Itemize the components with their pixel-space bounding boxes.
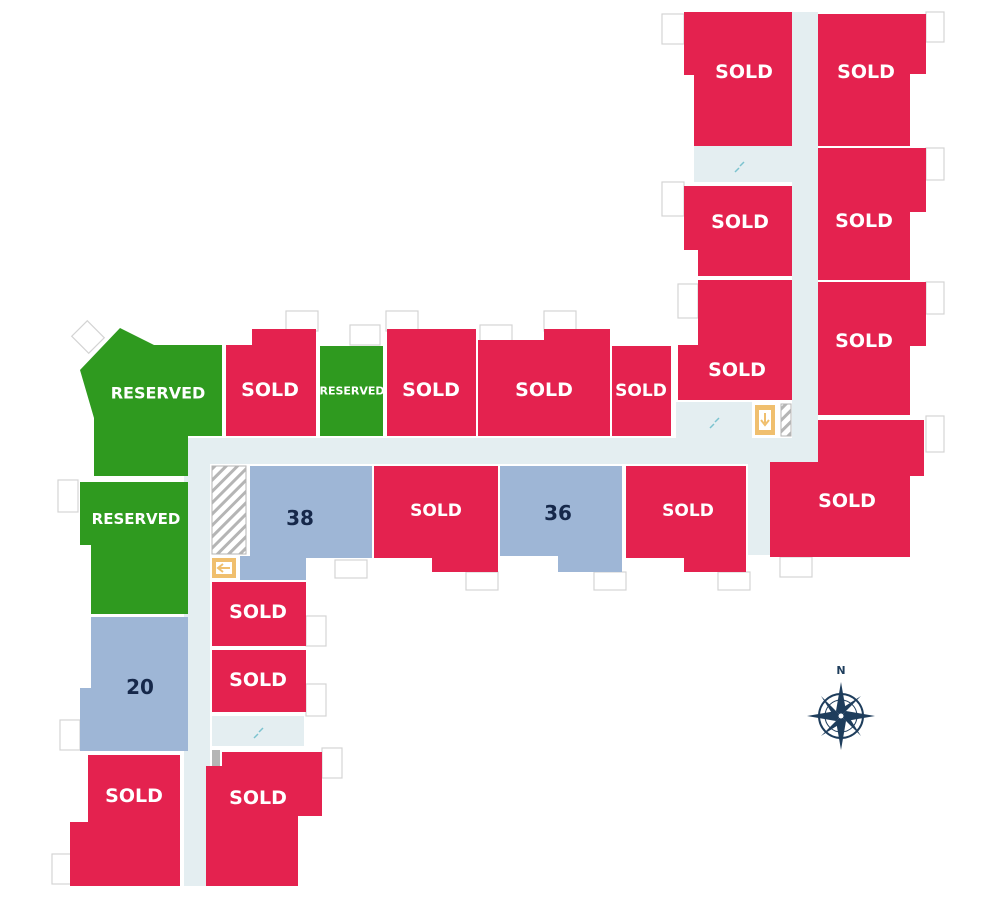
corridor-connector [748, 455, 770, 555]
lift-icon [734, 161, 745, 173]
unit-03[interactable]: SOLD [684, 186, 792, 276]
unit-shape [684, 186, 792, 276]
unit-shape [226, 329, 316, 436]
unit-label: SOLD [410, 501, 462, 521]
utilities [211, 161, 792, 766]
unit-label: SOLD [835, 330, 893, 352]
unit-shape [678, 280, 792, 400]
unit-number: 36 [544, 501, 572, 525]
compass-north-label: N [836, 664, 845, 677]
stair-core-hatch-small [780, 403, 792, 437]
stair-core-hatch [211, 465, 247, 555]
unit-shape [374, 466, 498, 572]
unit-shape [500, 466, 622, 572]
unit-shape [684, 12, 792, 146]
unit-15[interactable]: RESERVED [80, 482, 188, 614]
unit-02[interactable]: SOLD [818, 14, 926, 146]
unit-20[interactable]: SOLD [212, 650, 306, 712]
unit-shape [70, 755, 180, 886]
unit-01[interactable]: SOLD [684, 12, 792, 146]
unit-label: SOLD [715, 61, 773, 83]
unit-16[interactable]: 38 [240, 466, 372, 580]
unit-shape [206, 752, 322, 886]
corridor-east [792, 12, 818, 462]
corridor-west [184, 440, 210, 886]
unit-shape [212, 650, 306, 712]
unit-10[interactable]: RESERVED [319, 346, 385, 436]
compass-rose-icon [807, 682, 875, 750]
unit-12[interactable]: SOLD [478, 329, 610, 436]
arrow-left-icon [212, 558, 236, 578]
unit-shape [320, 346, 383, 436]
unit-shape [478, 329, 610, 436]
unit-label: SOLD [229, 787, 287, 809]
unit-label: SOLD [402, 379, 460, 401]
lift-icon [253, 727, 264, 739]
unit-label: SOLD [662, 501, 714, 521]
unit-08[interactable]: RESERVED [80, 328, 222, 476]
lift-lobby-3 [212, 716, 304, 746]
corridor-main [188, 438, 818, 464]
unit-04[interactable]: SOLD [818, 148, 926, 280]
balconies [51, 11, 945, 885]
unit-07[interactable]: SOLD [770, 420, 924, 557]
unit-21[interactable]: 20 [80, 617, 188, 751]
unit-05[interactable]: SOLD [678, 280, 792, 400]
unit-shape [818, 282, 926, 415]
lift-icon [709, 417, 720, 429]
unit-label: SOLD [615, 381, 667, 401]
unit-number: 38 [286, 506, 314, 530]
unit-label: SOLD [229, 669, 287, 691]
unit-09[interactable]: SOLD [226, 329, 316, 436]
unit-label: SOLD [105, 785, 163, 807]
unit-label: SOLD [837, 61, 895, 83]
unit-18[interactable]: SOLD [626, 466, 746, 572]
unit-shape [612, 346, 671, 436]
arrow-down-icon [755, 405, 775, 435]
unit-shape [212, 582, 306, 646]
unit-label: SOLD [835, 210, 893, 232]
unit-14[interactable]: SOLD [374, 466, 498, 572]
unit-17[interactable]: 36 [500, 466, 622, 572]
unit-19[interactable]: SOLD [212, 582, 306, 646]
unit-shape [387, 329, 476, 436]
unit-shape [80, 617, 188, 751]
unit-06[interactable]: SOLD [818, 282, 926, 415]
unit-label: SOLD [708, 359, 766, 381]
unit-label: RESERVED [319, 385, 384, 398]
unit-shape [240, 466, 372, 580]
unit-label: SOLD [241, 379, 299, 401]
unit-label: SOLD [818, 490, 876, 512]
lift-lobby-2 [676, 402, 752, 438]
unit-shape [80, 482, 188, 614]
unit-label: SOLD [515, 379, 573, 401]
unit-11[interactable]: SOLD [387, 329, 476, 436]
unit-label: SOLD [711, 211, 769, 233]
unit-label: SOLD [229, 601, 287, 623]
unit-shape [80, 328, 222, 476]
units: SOLD SOLD SOLD SOLD SOLD SOLD SOLD RESE [70, 12, 926, 886]
unit-label: RESERVED [111, 384, 206, 403]
unit-shape [818, 148, 926, 280]
corridors [184, 12, 818, 886]
unit-shape [770, 420, 924, 557]
unit-label: RESERVED [92, 510, 181, 528]
unit-22[interactable]: SOLD [70, 755, 180, 886]
unit-23[interactable]: SOLD [206, 752, 322, 886]
unit-number: 20 [126, 675, 154, 699]
unit-shape [626, 466, 746, 572]
unit-shape [818, 14, 926, 146]
riser-hatch [212, 750, 220, 766]
unit-13[interactable]: SOLD [612, 346, 671, 436]
